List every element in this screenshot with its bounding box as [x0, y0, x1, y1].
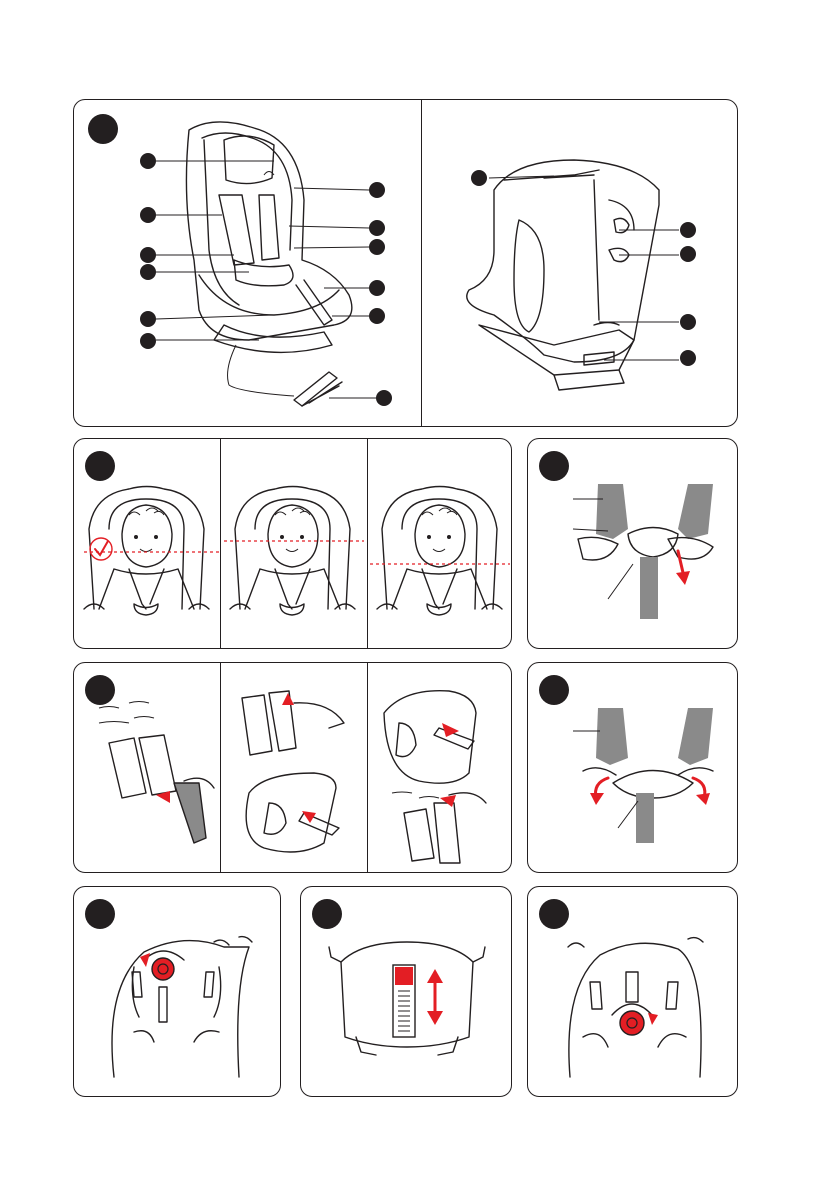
callout-dot	[369, 280, 385, 296]
adjuster-knob-panel-b	[527, 886, 738, 1097]
callout-dot	[140, 153, 156, 169]
callout-dot	[140, 207, 156, 223]
buckle-insert-panel	[527, 662, 738, 873]
pad-removal-panel	[73, 662, 512, 873]
buckle-insert-icon	[528, 663, 738, 873]
callout-dot	[680, 314, 696, 330]
callout-dot	[369, 239, 385, 255]
adjuster-knob-icon	[74, 887, 281, 1097]
overview-panel	[73, 99, 738, 427]
car-seat-front-icon	[74, 100, 421, 427]
pad-removal-icon	[74, 663, 512, 873]
callout-dot	[369, 182, 385, 198]
adjuster-knob-icon	[528, 887, 738, 1097]
callout-dot	[376, 390, 392, 406]
callout-dot	[140, 247, 156, 263]
buckle-release-icon	[528, 439, 738, 649]
callout-dot	[369, 308, 385, 324]
recline-scale-icon	[301, 887, 512, 1097]
checkmark-icon	[95, 541, 108, 555]
callout-dot	[680, 222, 696, 238]
callout-dot	[140, 264, 156, 280]
shoulder-height-panel	[73, 438, 512, 649]
callout-dot	[140, 311, 156, 327]
callout-dot	[680, 246, 696, 262]
adjuster-knob-panel-a	[73, 886, 281, 1097]
buckle-release-panel	[527, 438, 738, 649]
callout-dot	[140, 333, 156, 349]
recline-indicator-panel	[300, 886, 512, 1097]
callout-dot	[369, 220, 385, 236]
callout-dot	[680, 350, 696, 366]
callout-dot	[471, 170, 487, 186]
child-correct-icon	[74, 439, 512, 649]
overview-divider	[421, 100, 422, 426]
